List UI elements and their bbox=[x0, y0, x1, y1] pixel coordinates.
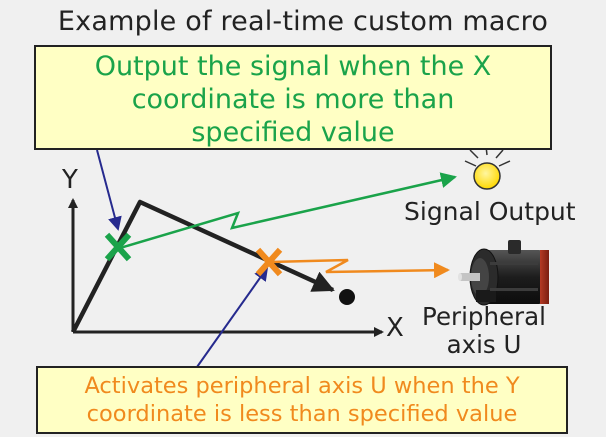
y-condition-line: coordinate is less than specified value bbox=[86, 401, 518, 427]
signal-output-label: Signal Output bbox=[404, 197, 576, 226]
peripheral-label-line: axis U bbox=[446, 330, 522, 359]
light-bulb-icon bbox=[464, 145, 511, 190]
x-threshold-marker bbox=[104, 232, 132, 262]
tool-path-line bbox=[70, 199, 335, 334]
peripheral-axis-label: Peripheral axis U bbox=[418, 303, 550, 359]
top-box-pointer bbox=[96, 149, 122, 231]
y-threshold-marker bbox=[255, 247, 283, 277]
diagram-title: Example of real-time custom macro bbox=[57, 6, 549, 37]
y-condition-line: Activates peripheral axis U when the Y bbox=[84, 373, 520, 399]
pointer-lines bbox=[96, 149, 269, 368]
y-condition-callout: Activates peripheral axis U when the Y c… bbox=[36, 366, 568, 434]
axis-lightning-arrow bbox=[269, 258, 450, 279]
x-axis-label: X bbox=[386, 313, 404, 343]
x-condition-line: Output the signal when the X bbox=[94, 51, 492, 82]
end-point-dot bbox=[339, 289, 355, 305]
x-condition-callout: Output the signal when the X coordinate … bbox=[34, 45, 552, 150]
servo-motor-icon bbox=[458, 240, 549, 306]
bottom-box-pointer bbox=[196, 266, 269, 368]
x-condition-line: specified value bbox=[191, 117, 395, 148]
x-condition-line: coordinate is more than bbox=[131, 84, 455, 115]
y-axis-label: Y bbox=[62, 165, 78, 195]
signal-lightning-arrow bbox=[119, 172, 457, 250]
coordinate-axes bbox=[68, 198, 384, 337]
peripheral-label-line: Peripheral bbox=[422, 302, 546, 331]
